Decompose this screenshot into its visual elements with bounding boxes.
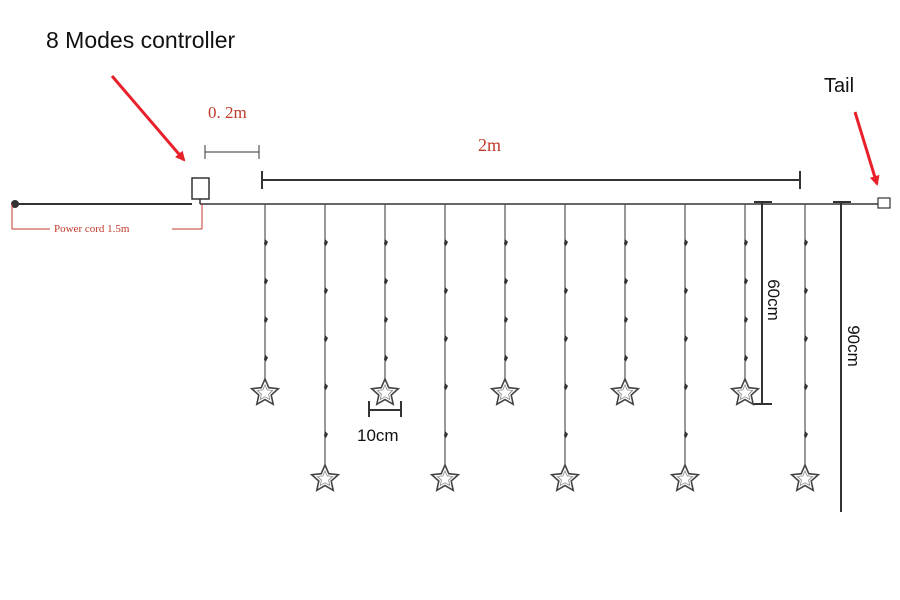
led-bulb bbox=[804, 431, 808, 438]
light-strand-4 bbox=[429, 204, 461, 492]
star-spacing-label: 10cm bbox=[357, 426, 399, 445]
led-bulb bbox=[564, 383, 568, 390]
led-bulb bbox=[624, 239, 628, 246]
star-light bbox=[369, 377, 401, 406]
star-light-inner bbox=[496, 384, 514, 401]
star-light bbox=[309, 463, 341, 492]
curtain-width-dimension bbox=[261, 171, 801, 189]
led-bulb bbox=[444, 335, 448, 342]
led-bulb bbox=[564, 287, 568, 294]
star-light bbox=[729, 377, 761, 406]
led-bulb bbox=[324, 335, 328, 342]
light-strand-3 bbox=[369, 204, 401, 406]
short-drop-dimension bbox=[754, 201, 772, 405]
star-light-inner bbox=[256, 384, 274, 401]
star-light-inner bbox=[376, 384, 394, 401]
led-bulb bbox=[324, 431, 328, 438]
star-light bbox=[789, 463, 821, 492]
led-bulb bbox=[384, 354, 388, 362]
light-strand-5 bbox=[489, 204, 521, 406]
curtain-width-label: 2m bbox=[478, 135, 501, 155]
controller-gap-label: 0. 2m bbox=[208, 103, 247, 122]
led-bulb bbox=[744, 277, 748, 285]
star-light bbox=[429, 463, 461, 492]
led-bulb bbox=[564, 239, 568, 246]
led-bulb bbox=[264, 239, 268, 246]
star-light-inner bbox=[436, 470, 454, 487]
star-light-inner bbox=[676, 470, 694, 487]
led-bulb bbox=[384, 277, 388, 285]
power-cord-dimension bbox=[11, 204, 203, 230]
star-light-inner bbox=[556, 470, 574, 487]
star-spacing-dimension bbox=[368, 401, 402, 417]
led-bulb bbox=[684, 287, 688, 294]
light-strand-10 bbox=[789, 204, 821, 492]
controller-arrow bbox=[110, 75, 186, 162]
led-bulb bbox=[504, 239, 508, 246]
light-strand-9 bbox=[729, 204, 761, 406]
led-bulb bbox=[564, 335, 568, 342]
light-strand-6 bbox=[549, 204, 581, 492]
led-bulb bbox=[804, 335, 808, 342]
led-bulb bbox=[684, 335, 688, 342]
star-light bbox=[609, 377, 641, 406]
led-bulb bbox=[264, 277, 268, 285]
led-bulb bbox=[264, 316, 268, 323]
led-bulb bbox=[324, 287, 328, 294]
led-bulb bbox=[264, 354, 268, 362]
led-bulb bbox=[384, 239, 388, 246]
light-strands bbox=[249, 204, 821, 492]
power-cord-label: Power cord 1.5m bbox=[54, 223, 130, 235]
light-strand-8 bbox=[669, 204, 701, 492]
led-bulb bbox=[624, 316, 628, 323]
star-light bbox=[249, 377, 281, 406]
led-bulb bbox=[624, 277, 628, 285]
led-bulb bbox=[384, 316, 388, 323]
long-drop-label: 90cm bbox=[844, 325, 863, 367]
controller-label: 8 Modes controller bbox=[46, 27, 236, 53]
led-bulb bbox=[804, 287, 808, 294]
led-bulb bbox=[684, 383, 688, 390]
tail-arrow bbox=[853, 111, 880, 186]
star-light-inner bbox=[616, 384, 634, 401]
led-bulb bbox=[504, 277, 508, 285]
light-strand-1 bbox=[249, 204, 281, 406]
short-drop-label: 60cm bbox=[764, 279, 783, 321]
led-bulb bbox=[444, 383, 448, 390]
led-bulb bbox=[744, 239, 748, 246]
star-light bbox=[669, 463, 701, 492]
led-bulb bbox=[684, 239, 688, 246]
light-strand-7 bbox=[609, 204, 641, 406]
led-bulb bbox=[744, 316, 748, 323]
controller-box bbox=[191, 177, 210, 200]
led-bulb bbox=[624, 354, 628, 362]
star-light bbox=[489, 377, 521, 406]
led-bulb bbox=[444, 431, 448, 438]
led-bulb bbox=[684, 431, 688, 438]
tail-label: Tail bbox=[824, 75, 854, 97]
led-bulb bbox=[564, 431, 568, 438]
led-bulb bbox=[804, 239, 808, 246]
led-bulb bbox=[504, 316, 508, 323]
star-light-inner bbox=[736, 384, 754, 401]
controller-gap-dimension bbox=[204, 145, 260, 159]
led-bulb bbox=[324, 239, 328, 246]
led-bulb bbox=[504, 354, 508, 362]
tail-connector bbox=[877, 197, 891, 209]
led-bulb bbox=[444, 287, 448, 294]
light-strand-2 bbox=[309, 204, 341, 492]
led-bulb bbox=[324, 383, 328, 390]
long-drop-dimension bbox=[833, 201, 851, 512]
star-light-inner bbox=[316, 470, 334, 487]
led-bulb bbox=[444, 239, 448, 246]
star-light-inner bbox=[796, 470, 814, 487]
led-bulb bbox=[744, 354, 748, 362]
star-light bbox=[549, 463, 581, 492]
led-bulb bbox=[804, 383, 808, 390]
